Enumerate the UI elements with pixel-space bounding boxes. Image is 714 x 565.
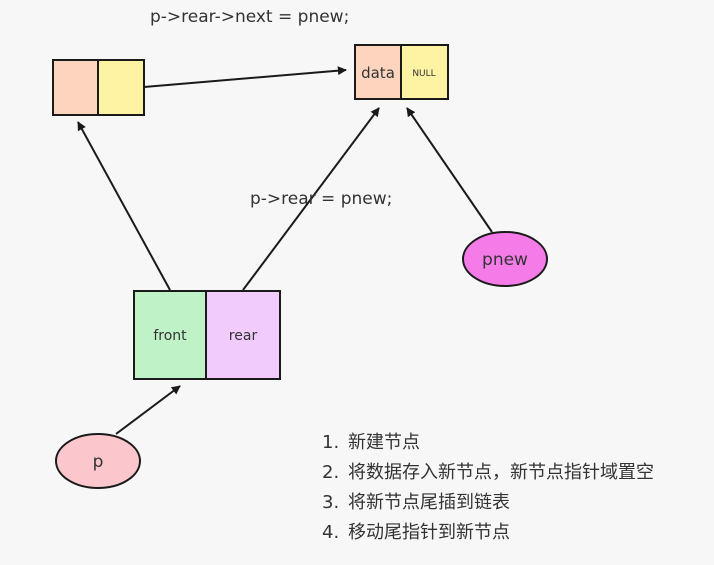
- step-item: 1. 新建节点: [322, 428, 654, 458]
- new-node-null-label: NULL: [412, 69, 435, 79]
- new-node-next-field: [400, 44, 449, 100]
- step-number: 4.: [322, 522, 340, 543]
- front-label: front: [153, 328, 187, 344]
- arrow-tail-to-new-node: [143, 66, 347, 88]
- p-pointer: [55, 433, 141, 489]
- pnew-label: pnew: [482, 250, 528, 270]
- pnew-pointer: [462, 231, 548, 287]
- rear-label: rear: [229, 328, 258, 344]
- step-text: 将新节点尾插到链表: [348, 492, 510, 513]
- step-item: 3. 将新节点尾插到链表: [322, 488, 654, 518]
- step-number: 3.: [322, 492, 340, 513]
- step-text: 移动尾指针到新节点: [348, 522, 510, 543]
- arrow-front-to-tail-node: [77, 121, 171, 291]
- front-field: [133, 290, 207, 380]
- arrow-rear-to-new-node: [242, 107, 380, 291]
- rear-field: [205, 290, 281, 380]
- step-item: 2. 将数据存入新节点，新节点指针域置空: [322, 458, 654, 488]
- new-node-data-label: data: [361, 64, 395, 82]
- tail-node-data-field: [52, 59, 99, 116]
- arrow-pnew-to-new-node: [406, 107, 493, 233]
- tail-node-next-field: [97, 59, 145, 116]
- tail-node: [52, 59, 145, 116]
- steps-list: 1. 新建节点 2. 将数据存入新节点，新节点指针域置空 3. 将新节点尾插到链表 4…: [322, 428, 654, 548]
- new-node: data NULL: [354, 44, 449, 100]
- step-number: 2.: [322, 462, 340, 483]
- step-number: 1.: [322, 432, 340, 453]
- step-text: 新建节点: [348, 432, 420, 453]
- step-item: 4. 移动尾指针到新节点: [322, 518, 654, 548]
- p-label: p: [93, 452, 104, 472]
- step-text: 将数据存入新节点，新节点指针域置空: [348, 462, 654, 483]
- arrow-p-to-queue-struct: [115, 385, 181, 435]
- code-next-assign: p->rear->next = pnew;: [150, 7, 349, 27]
- queue-struct: front rear: [133, 290, 281, 380]
- code-rear-assign: p->rear = pnew;: [250, 189, 392, 209]
